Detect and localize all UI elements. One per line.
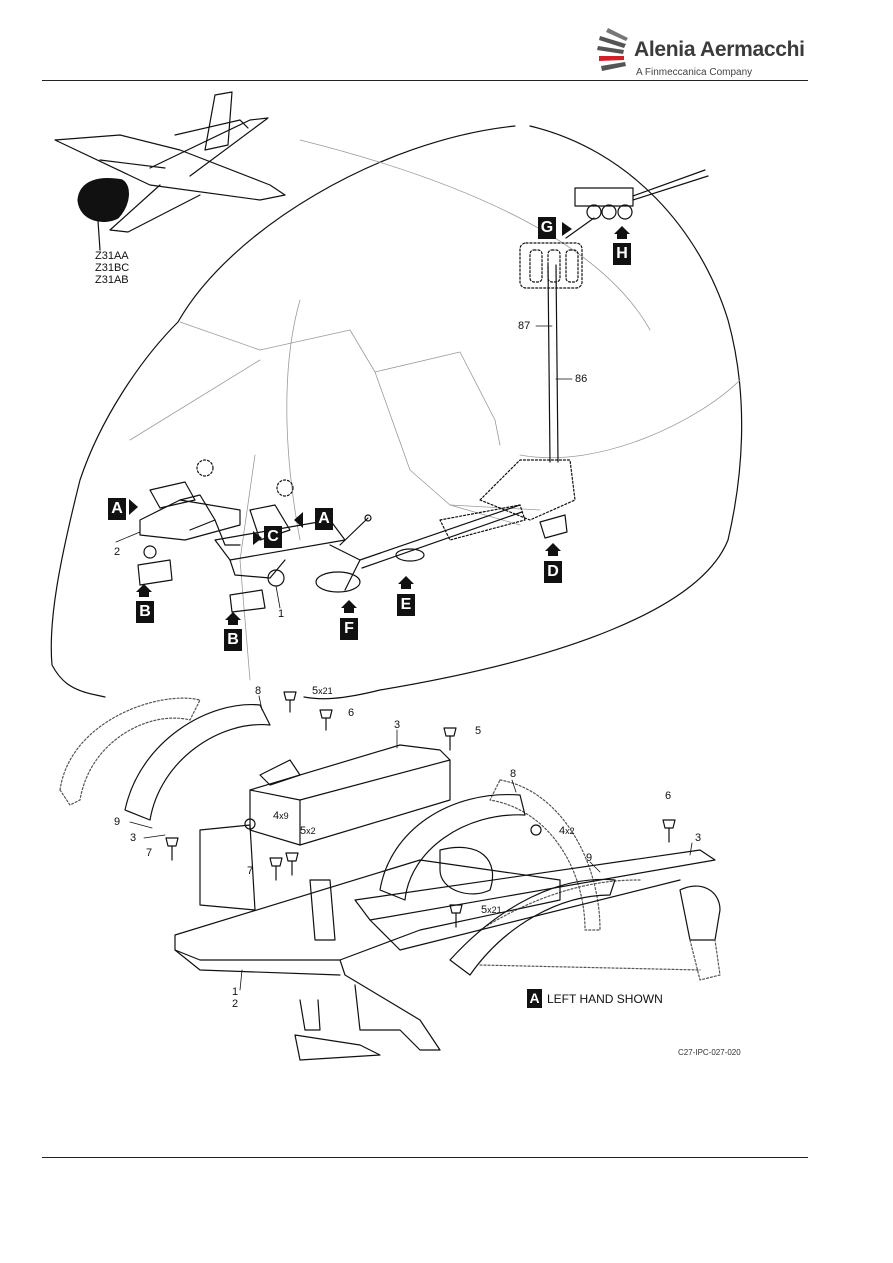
callout-1: 1 (278, 608, 285, 620)
callout-6: 6 (665, 790, 672, 802)
zone-label: Z31AA (95, 250, 129, 262)
view-letter-c: C (264, 526, 282, 548)
view-letter-d: D (544, 561, 562, 583)
view-letter-a: A (315, 508, 333, 530)
callout-5: 5x21 (481, 904, 502, 916)
brand-name: Alenia Aermacchi (634, 38, 805, 61)
callout-4: 4x9 (273, 810, 289, 822)
callout-9: 9 (586, 852, 593, 864)
view-letter-g: G (538, 217, 556, 239)
callout-6: 6 (348, 707, 355, 719)
view-legend: A LEFT HAND SHOWN (527, 989, 663, 1008)
legend-letter: A (527, 989, 542, 1008)
zone-label: Z31BC (95, 262, 130, 274)
header-divider (42, 80, 808, 81)
view-letter-b: B (136, 601, 154, 623)
figure-reference: C27-IPC-027-020 (678, 1048, 741, 1057)
callout-8: 8 (510, 768, 517, 780)
footer-divider (42, 1157, 808, 1158)
callout-3: 3 (130, 832, 137, 844)
callout-2: 2 (232, 998, 239, 1010)
zone-list: Z31AA Z31BC Z31AB (95, 250, 129, 286)
view-letter-a: A (108, 498, 126, 520)
brand-subtitle: A Finmeccanica Company (636, 67, 753, 78)
callout-5: 5x21 (312, 685, 333, 697)
callout-5: 5x2 (300, 825, 316, 837)
callout-8: 8 (255, 685, 262, 697)
view-letter-f: F (340, 618, 358, 640)
callout-3: 3 (394, 719, 401, 731)
legend-text: LEFT HAND SHOWN (547, 991, 663, 1006)
callout-4: 4x2 (559, 825, 575, 837)
zone-label: Z31AB (95, 274, 129, 286)
callout-1: 1 (232, 986, 239, 998)
callout-2: 2 (114, 546, 121, 558)
callout-7: 7 (247, 865, 254, 877)
callout-5: 5 (475, 725, 482, 737)
view-letter-b: B (224, 629, 242, 651)
callout-3: 3 (695, 832, 702, 844)
aircraft-locator-icon (54, 91, 286, 233)
brand-logo: Alenia Aermacchi A Finmeccanica Company (596, 22, 805, 80)
callout-86: 86 (575, 373, 588, 385)
view-letter-e: E (397, 594, 415, 616)
callout-7: 7 (146, 847, 153, 859)
arrow-icon (129, 222, 630, 625)
callout-87: 87 (518, 320, 531, 332)
callout-9: 9 (114, 816, 121, 828)
view-letter-h: H (613, 243, 631, 265)
logo-mark-icon (597, 28, 628, 71)
